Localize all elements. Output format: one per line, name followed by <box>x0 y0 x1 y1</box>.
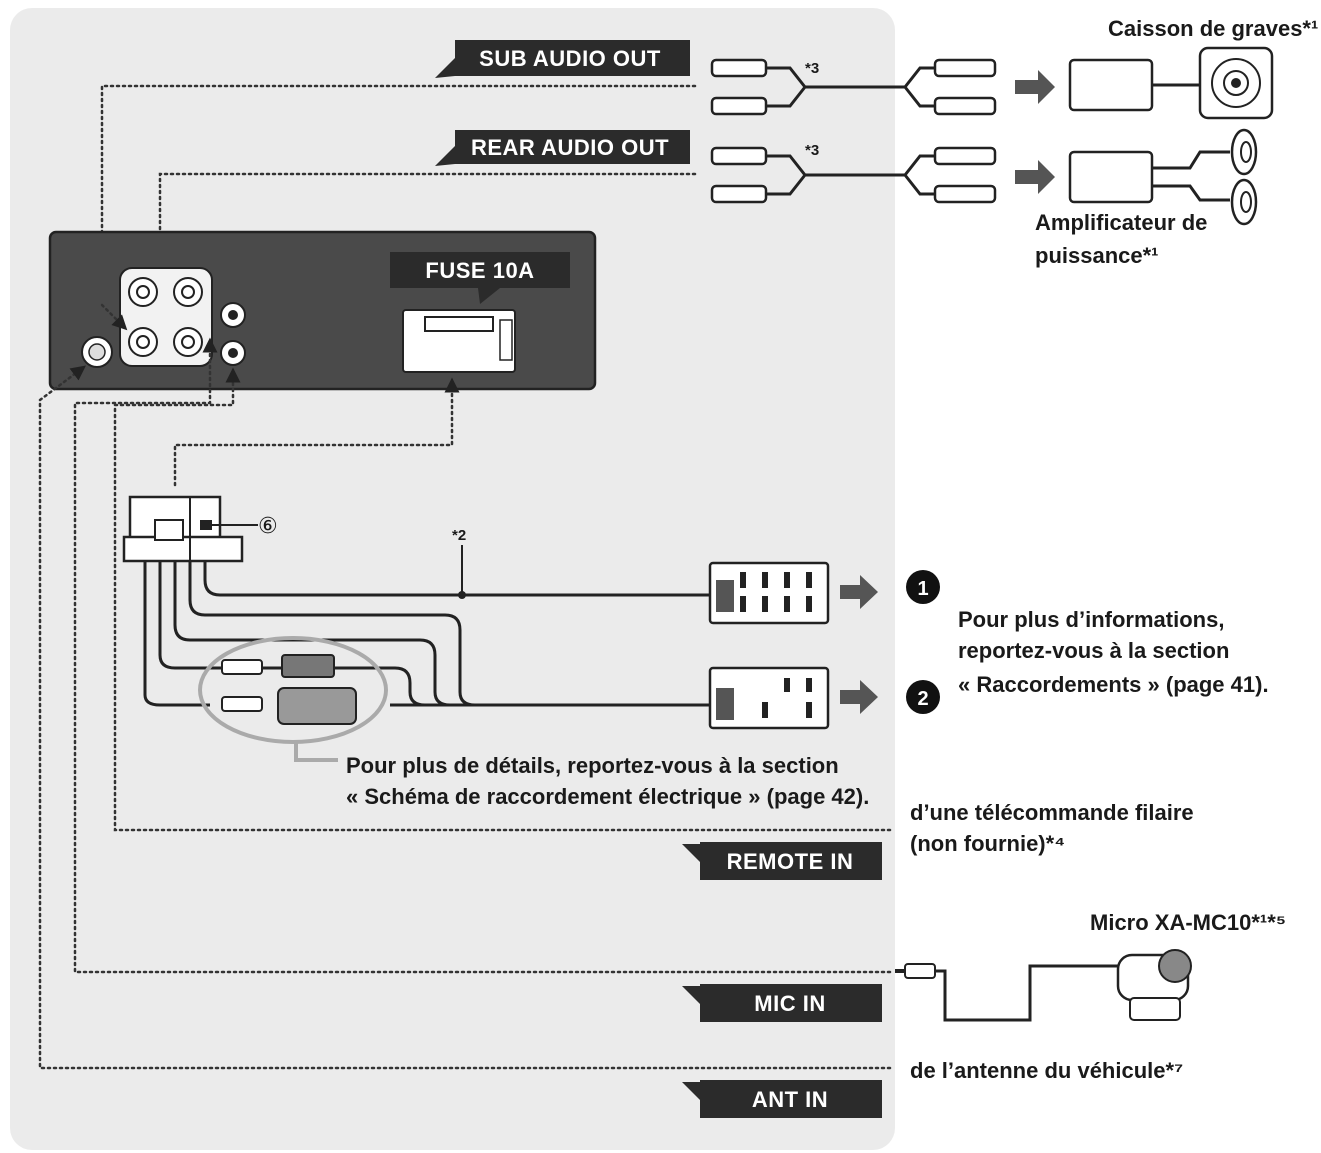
ant-in-label: ANT IN <box>752 1087 828 1112</box>
ant-dotted-line <box>38 365 892 1070</box>
arrow-to-amplifier-icon <box>1015 160 1055 194</box>
arrow-to-subwoofer-icon <box>1015 70 1055 104</box>
ant-in-tag <box>682 1080 882 1118</box>
rear-audio-out-label: REAR AUDIO OUT <box>471 135 669 160</box>
power-harness-connector <box>122 495 244 563</box>
antenna-jack-icon <box>81 336 113 368</box>
iso-connector-2-icon <box>708 666 830 730</box>
amplifier-icon <box>1068 128 1258 226</box>
mic-in-label: MIC IN <box>754 991 825 1016</box>
remote-in-tag <box>682 842 882 880</box>
sub-audio-out-group: SUB AUDIO OUT *3 Caisson de graves*¹ <box>100 16 1318 307</box>
rear-audio-out-group: REAR AUDIO OUT *3 Amplificateur de puiss… <box>152 128 1258 270</box>
fuse-dotted-line <box>173 377 460 487</box>
harness-wires <box>143 560 710 707</box>
arrow-to-marker-2-icon <box>840 680 878 714</box>
fuse-tag <box>390 252 570 304</box>
callout-6: ⑥ <box>258 513 278 538</box>
marker-2-icon <box>906 680 940 714</box>
mic-in-tag <box>682 984 882 1022</box>
arrow-to-marker-1-icon <box>840 575 878 609</box>
marker-1-icon <box>906 570 940 604</box>
remote-caption-line1: d’une télécommande filaire <box>910 800 1194 825</box>
sub-audio-out-label: SUB AUDIO OUT <box>479 46 661 71</box>
note-3-sub: *3 <box>805 60 819 77</box>
mic-dotted-line <box>73 337 892 974</box>
antenna-caption: de l’antenne du véhicule*⁷ <box>910 1058 1183 1083</box>
note-2: *2 <box>452 527 466 544</box>
rca-jack-icon <box>128 277 203 357</box>
info-right-line1: Pour plus d’informations, <box>958 607 1224 632</box>
amplifier-caption-line1: Amplificateur de <box>1035 210 1207 235</box>
rear-audio-out-tag <box>435 130 690 166</box>
extension-connectors-highlight <box>198 636 388 762</box>
details-line1: Pour plus de détails, reportez-vous à la… <box>346 753 839 778</box>
remote-caption-line2: (non fournie)*⁴ <box>910 831 1065 856</box>
info-right-line3: « Raccordements » (page 41). <box>958 672 1269 697</box>
microphone-icon <box>895 949 1192 1022</box>
sub-audio-out-tag <box>435 40 690 78</box>
marker-2-label: 2 <box>917 688 928 710</box>
fuse-label: FUSE 10A <box>425 258 534 283</box>
note-3-rear: *3 <box>805 142 819 159</box>
rca-cable-rear <box>710 146 997 204</box>
subwoofer-caption: Caisson de graves*¹ <box>1108 16 1318 41</box>
mic-caption: Micro XA-MC10*¹*⁵ <box>1090 910 1286 935</box>
mic-jack-icon <box>220 302 246 328</box>
fuse-socket-icon <box>402 309 516 373</box>
marker-1-label: 1 <box>917 578 928 600</box>
iso-connector-1-icon <box>708 561 830 625</box>
remote-jack-icon <box>220 340 246 366</box>
note-2-point <box>458 591 466 599</box>
amplifier-caption-line2: puissance*¹ <box>1035 243 1159 268</box>
remote-dotted-line <box>113 367 892 832</box>
mic-dotted-line-to-jack <box>100 303 128 331</box>
subwoofer-icon <box>1068 46 1274 120</box>
details-line2: « Schéma de raccordement électrique » (p… <box>346 784 869 809</box>
info-right-line2: reportez-vous à la section <box>958 638 1229 663</box>
remote-in-label: REMOTE IN <box>727 849 854 874</box>
rca-cable-sub <box>710 58 997 116</box>
head-unit-rear-panel: FUSE 10A <box>48 230 597 391</box>
